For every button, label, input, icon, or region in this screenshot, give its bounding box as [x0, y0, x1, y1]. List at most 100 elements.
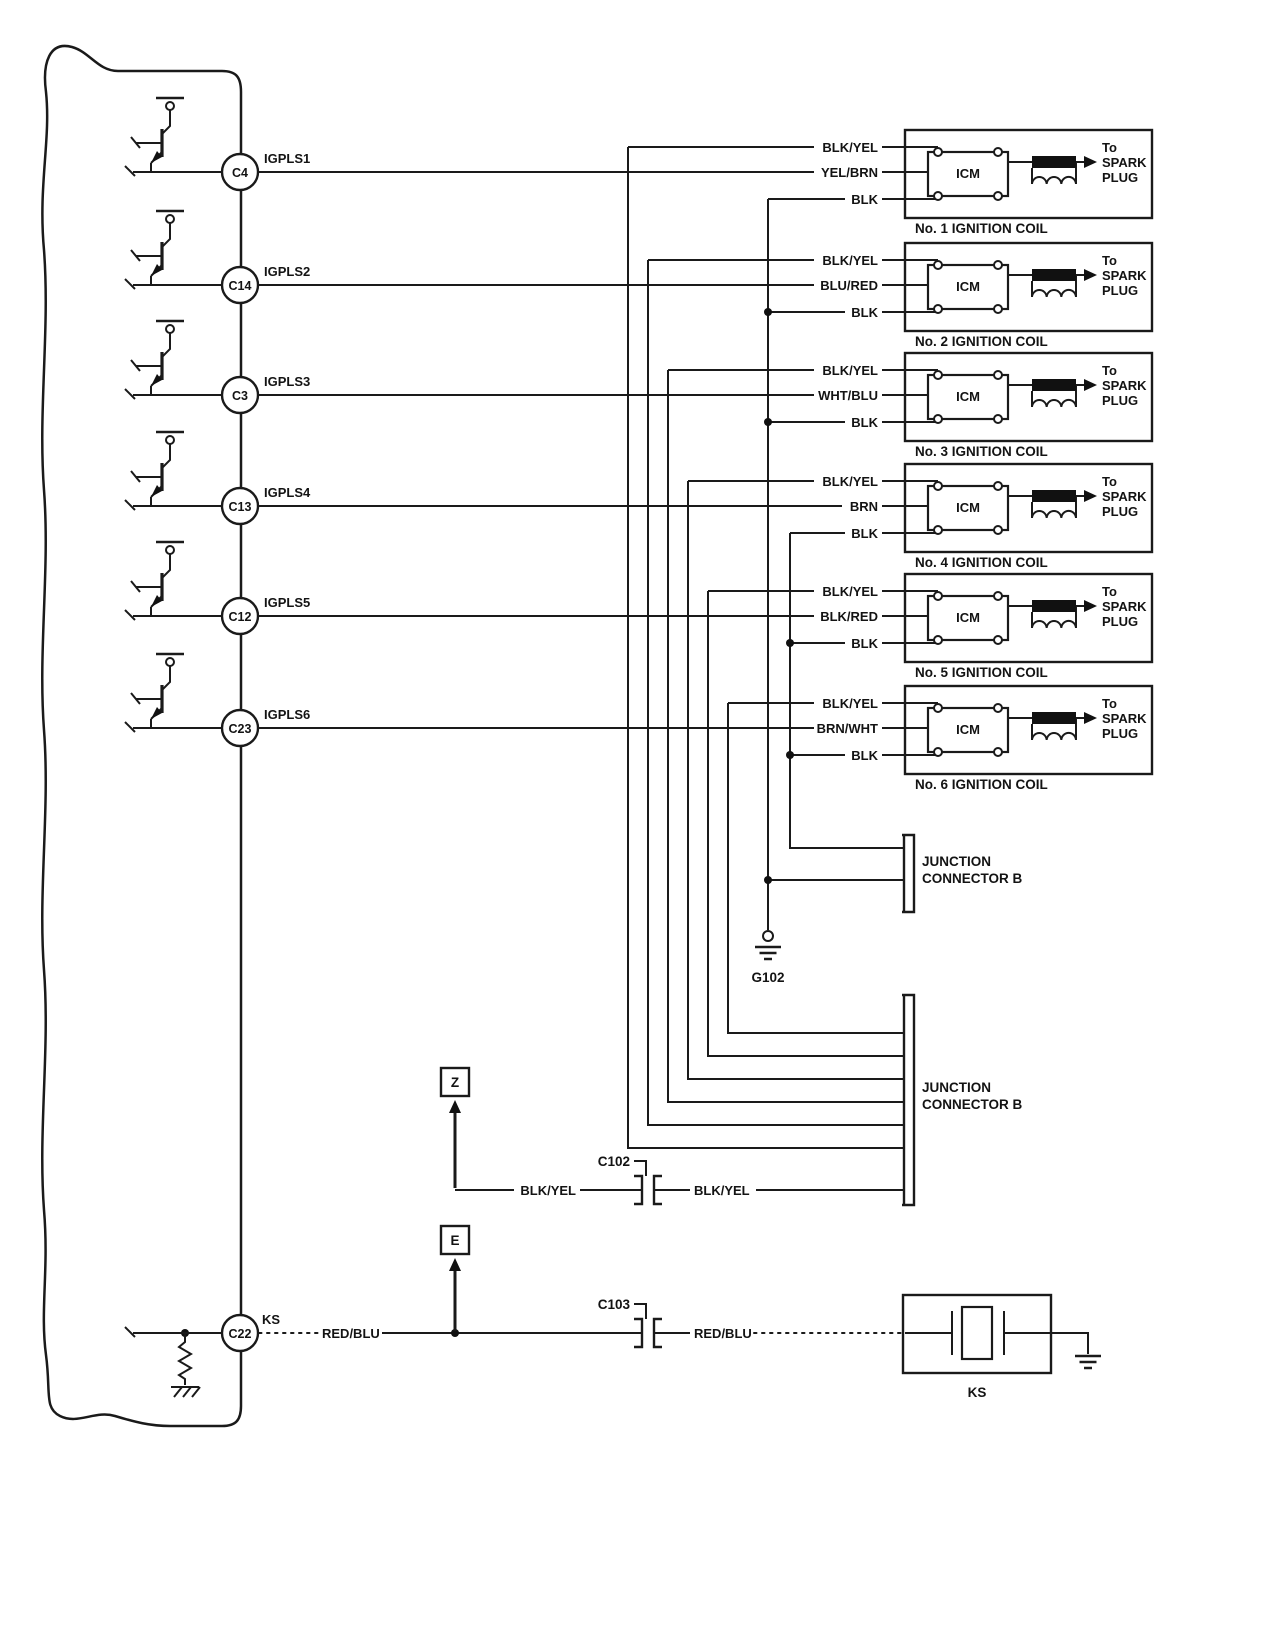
- ecu-pins: C4 IGPLS1 C14 IGPLS2 C3 IGPLS3 C13 IGPLS…: [123, 96, 311, 1398]
- spark-plug-note: To: [1102, 474, 1117, 489]
- pin-signal: KS: [262, 1312, 280, 1327]
- pin-id: C22: [229, 1327, 252, 1341]
- ground-g102: G102: [751, 930, 785, 985]
- spark-plug-note: PLUG: [1102, 614, 1138, 629]
- pin-signal: IGPLS5: [264, 595, 310, 610]
- connector-c103: C103 RED/BLU RED/BLU: [322, 1297, 752, 1349]
- pin-id: C14: [229, 279, 252, 293]
- wire-label: YEL/BRN: [821, 165, 878, 180]
- wire-label: BLK/YEL: [694, 1183, 750, 1198]
- connector-id: C103: [598, 1297, 631, 1312]
- coil-caption: No. 3 IGNITION COIL: [915, 444, 1048, 459]
- spark-plug-note: PLUG: [1102, 170, 1138, 185]
- ground-terminal: [762, 930, 774, 942]
- ecu-pin-c22: C22 KS: [124, 1312, 280, 1398]
- pin-id: C12: [229, 610, 252, 624]
- wire-label: BRN: [850, 499, 878, 514]
- pin-signal: IGPLS6: [264, 707, 310, 722]
- ref-z: Z: [439, 1066, 471, 1188]
- pin-wire: [124, 1326, 222, 1338]
- pin-circle: [220, 708, 260, 748]
- ref-letter: E: [450, 1233, 459, 1248]
- ignition-coil-3: BLK/YEL WHT/BLU BLK ICM To SPARK PLUG No…: [818, 351, 1154, 459]
- ref-e: E: [439, 1224, 471, 1331]
- icm-label: ICM: [956, 389, 980, 404]
- ref-box: [439, 1224, 471, 1256]
- pin-id: C23: [229, 722, 252, 736]
- wire-label: BLK/YEL: [822, 474, 878, 489]
- resistor-and-ground: [171, 1333, 201, 1398]
- pin-signal: IGPLS3: [264, 374, 310, 389]
- wire-label: BLK: [851, 415, 878, 430]
- spark-plug-note: SPARK: [1102, 378, 1147, 393]
- junction-connector-b-upper: JUNCTION CONNECTOR B: [902, 833, 1023, 914]
- sensor-label: KS: [968, 1385, 987, 1400]
- wire-label: BLK: [851, 526, 878, 541]
- junction-label: JUNCTION: [922, 1080, 991, 1095]
- wire-label: BLK/YEL: [822, 253, 878, 268]
- pin-circle: [220, 486, 260, 526]
- ecu-pin-c12: C12 IGPLS5: [123, 540, 310, 636]
- wire-label: BLK: [851, 305, 878, 320]
- junction-label: CONNECTOR B: [922, 1097, 1023, 1112]
- blkyel-bus-wires: [627, 146, 903, 1149]
- pin-id: C4: [232, 166, 248, 180]
- wire-label: BLK: [851, 636, 878, 651]
- piezo-element: [960, 1305, 994, 1361]
- spark-plug-note: PLUG: [1102, 283, 1138, 298]
- wire-label: BLK: [851, 192, 878, 207]
- junction-dot: [764, 876, 772, 884]
- ecu-pin-c13: C13 IGPLS4: [123, 430, 311, 526]
- signal-wires: [258, 171, 842, 729]
- wire-label: BRN/WHT: [817, 721, 878, 736]
- wire-label: BLK/RED: [820, 609, 878, 624]
- spark-plug-note: To: [1102, 363, 1117, 378]
- pin-signal: IGPLS1: [264, 151, 310, 166]
- icm-label: ICM: [956, 166, 980, 181]
- wire-label: BLK: [851, 748, 878, 763]
- ground-label: G102: [751, 970, 784, 985]
- sensor-internal-wires: [905, 1311, 1051, 1355]
- ignition-coil-5: BLK/YEL BLK/RED BLK ICM To SPARK PLUG No…: [820, 572, 1154, 680]
- ecu-pin-c14: C14 IGPLS2: [123, 209, 310, 305]
- pin-circle: [220, 265, 260, 305]
- ground-icon: [1073, 1354, 1103, 1370]
- coil-caption: No. 5 IGNITION COIL: [915, 665, 1048, 680]
- coil-caption: No. 6 IGNITION COIL: [915, 777, 1048, 792]
- spark-plug-note: To: [1102, 584, 1117, 599]
- icm-label: ICM: [956, 610, 980, 625]
- ecu-pin-c4: C4 IGPLS1: [123, 96, 310, 192]
- spark-plug-note: SPARK: [1102, 599, 1147, 614]
- ignition-coil-2: BLK/YEL BLU/RED BLK ICM To SPARK PLUG No…: [820, 241, 1154, 349]
- coil-caption: No. 1 IGNITION COIL: [915, 221, 1048, 236]
- pin-signal: IGPLS2: [264, 264, 310, 279]
- junction-connector-symbol: [902, 993, 916, 1207]
- up-arrow-icon: [449, 1100, 461, 1113]
- junction-connector-symbol: [902, 833, 916, 914]
- spark-plug-note: SPARK: [1102, 711, 1147, 726]
- ecu-pin-c23: C23 IGPLS6: [123, 652, 310, 748]
- spark-plug-note: PLUG: [1102, 393, 1138, 408]
- up-arrow-icon: [449, 1258, 461, 1271]
- junction-connector-b-lower: JUNCTION CONNECTOR B: [902, 993, 1023, 1207]
- spark-plug-note: SPARK: [1102, 489, 1147, 504]
- junction-label: JUNCTION: [922, 854, 991, 869]
- wire-label: BLK/YEL: [822, 696, 878, 711]
- icm-label: ICM: [956, 722, 980, 737]
- ecu-pin-c3: C3 IGPLS3: [123, 319, 310, 415]
- spark-plug-note: To: [1102, 253, 1117, 268]
- spark-plug-note: PLUG: [1102, 504, 1138, 519]
- junction-label: CONNECTOR B: [922, 871, 1023, 886]
- connector-leader: [634, 1303, 647, 1319]
- junction-dot: [764, 418, 772, 426]
- junction-dot: [786, 751, 794, 759]
- ground-icon: [753, 945, 783, 961]
- connector-c102: C102 BLK/YEL BLK/YEL: [520, 1154, 750, 1206]
- blk-ground-wires: [767, 198, 903, 930]
- wire-label: RED/BLU: [322, 1326, 380, 1341]
- wire-label: BLK/YEL: [520, 1183, 576, 1198]
- connector-leader: [634, 1160, 647, 1176]
- connector-id: C102: [598, 1154, 630, 1169]
- wire-label: BLK/YEL: [822, 584, 878, 599]
